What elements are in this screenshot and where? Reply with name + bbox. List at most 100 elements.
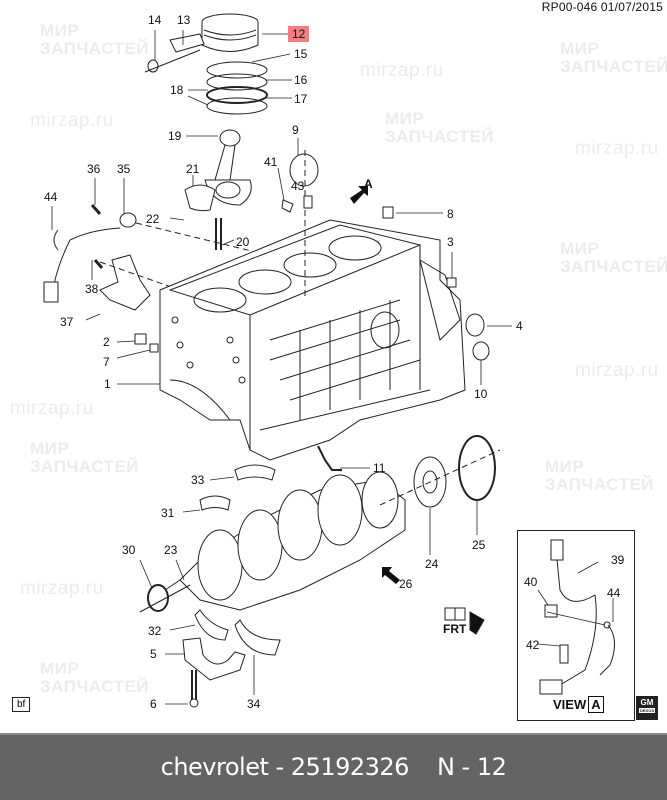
callout-17[interactable]: 17 [294,92,308,106]
view-a-marker[interactable]: A [364,177,373,191]
dowel-pin [382,206,394,219]
plug-cap [289,153,319,187]
callout-38[interactable]: 38 [85,282,99,296]
callout-35[interactable]: 35 [117,162,131,176]
cap-bolt [191,670,197,700]
bracket-bolt [93,259,104,269]
piston-ring [206,86,268,104]
rod-bearing [184,184,216,212]
callout-36[interactable]: 36 [87,162,101,176]
callout-22[interactable]: 22 [146,212,160,226]
inset-callout-42[interactable]: 42 [526,638,540,652]
callout-1[interactable]: 1 [104,377,111,391]
bf-badge: bf [12,697,31,712]
brand-part-number: chevrolet - 25192326 [160,753,410,781]
main-bearing [234,464,276,481]
callout-9[interactable]: 9 [292,123,299,137]
callout-13[interactable]: 13 [177,13,191,27]
callout-2[interactable]: 2 [103,335,110,349]
callout-44[interactable]: 44 [44,190,58,204]
bearing-cap [182,637,246,681]
callout-43[interactable]: 43 [291,179,305,193]
plug [149,343,159,353]
callout-3[interactable]: 3 [447,235,454,249]
callout-10[interactable]: 10 [474,387,488,401]
frt-label: FRT [443,622,467,636]
plug [303,195,313,209]
main-bearing [194,609,229,641]
caption-bar: chevrolet - 25192326 N - 12 [0,733,667,800]
piston-ring [206,73,268,91]
plug [472,341,490,361]
piston-pin [169,33,205,53]
rod-bolt [215,218,222,250]
oil-jet [281,199,294,213]
callout-23[interactable]: 23 [164,543,178,557]
sensor-harness [51,227,121,301]
watermark-text: mirzap.ru [30,110,114,131]
watermark-text: mirzap.ru [10,398,94,419]
callout-21[interactable]: 21 [186,162,200,176]
pin-clip [147,59,159,73]
knock-sensor [119,212,137,228]
callout-26[interactable]: 26 [399,577,413,591]
plug [134,333,147,345]
piston-cooling-jet [317,445,342,471]
main-bearing [199,495,231,511]
inset-callout-39[interactable]: 39 [611,553,625,567]
seal [465,313,485,337]
engine-block [159,150,466,461]
watermark-text: mirzap.ru [575,138,659,159]
piston-ring [206,97,268,115]
exploded-view-drawing [43,13,615,708]
connecting-rod [204,129,252,206]
callout-16[interactable]: 16 [294,73,308,87]
callout-19[interactable]: 19 [168,129,182,143]
callout-14[interactable]: 14 [148,13,162,27]
callout-37[interactable]: 37 [60,315,74,329]
rear-seal [458,435,496,501]
plug [446,277,457,288]
view-a-arrow-icon [350,186,368,204]
callout-12-highlighted[interactable]: 12 [288,26,310,42]
sensor-bolt [90,204,102,215]
harness-connector [43,281,59,303]
main-bearing [234,619,281,656]
inset-callout-40[interactable]: 40 [524,575,538,589]
callout-30[interactable]: 30 [122,543,136,557]
callout-25[interactable]: 25 [472,538,486,552]
reference-date: RP00-046 01/07/2015 [541,0,663,14]
watermark-text: mirzap.ru [575,360,659,381]
callout-15[interactable]: 15 [294,47,308,61]
callout-33[interactable]: 33 [191,473,205,487]
inset-callout-44[interactable]: 44 [607,586,621,600]
watermark-text: mirzap.ru [20,578,104,599]
sensor-bracket [99,254,151,311]
callout-41[interactable]: 41 [264,155,278,169]
callout-8[interactable]: 8 [447,207,454,221]
front-direction-icon [444,607,485,635]
callout-24[interactable]: 24 [425,557,439,571]
callout-18[interactable]: 18 [170,83,184,97]
callout-5[interactable]: 5 [150,647,157,661]
callout-4[interactable]: 4 [516,319,523,333]
callout-11[interactable]: 11 [373,461,386,475]
piston [201,13,259,52]
callout-20[interactable]: 20 [236,235,250,249]
callout-34[interactable]: 34 [247,697,261,711]
diagram-position: N - 12 [436,753,507,781]
crankshaft [164,471,406,611]
callout-31[interactable]: 31 [161,506,175,520]
callout-6[interactable]: 6 [150,697,157,711]
leader-lines [51,30,512,705]
callout-7[interactable]: 7 [103,355,110,369]
callout-32[interactable]: 32 [148,624,162,638]
